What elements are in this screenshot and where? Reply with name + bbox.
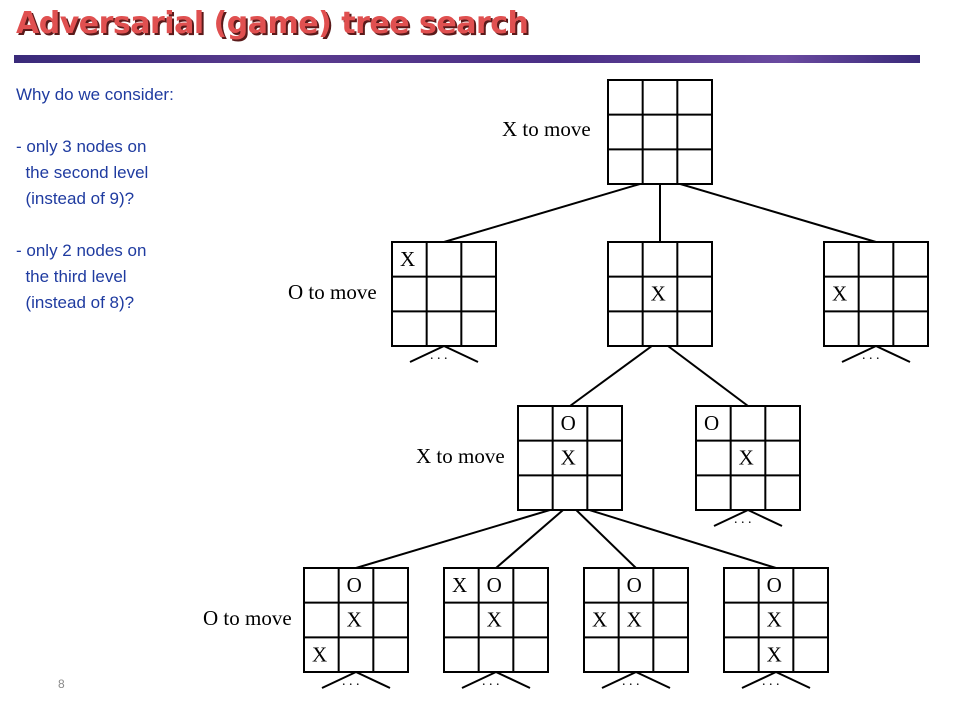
move-label: O to move	[203, 606, 292, 630]
note-line: the second level	[16, 163, 149, 182]
board-frame	[303, 567, 409, 673]
continuation-edge	[461, 671, 497, 689]
board-frame	[583, 567, 689, 673]
cell-mark: O	[627, 573, 642, 597]
board-l1-center: X	[607, 241, 713, 347]
cell-mark: X	[767, 608, 782, 632]
board-frame	[391, 241, 497, 347]
board-l3-a: OXX. . .	[303, 567, 409, 689]
cell-mark: X	[739, 446, 754, 470]
note-question: Why do we consider:	[16, 85, 174, 104]
tree-edges	[355, 177, 877, 569]
move-label: O to move	[288, 280, 377, 304]
cell-mark: X	[627, 608, 642, 632]
continuation-ellipsis: . . .	[762, 674, 780, 689]
note-line: the third level	[16, 267, 127, 286]
question-notes: Why do we consider: - only 3 nodes on th…	[16, 82, 236, 316]
cell-mark: X	[651, 282, 666, 306]
continuation-ellipsis: . . .	[482, 674, 500, 689]
board-frame	[607, 241, 713, 347]
tree-edge	[495, 503, 571, 569]
continuation-edge	[409, 345, 445, 363]
move-label: X to move	[416, 444, 505, 468]
note-line: - only 3 nodes on	[16, 137, 147, 156]
tree-edge	[659, 339, 749, 407]
tree-edge	[569, 339, 661, 407]
continuation-edge	[775, 671, 811, 689]
continuation-edge	[443, 345, 479, 363]
continuation-ellipsis: . . .	[430, 348, 448, 363]
board-l2-edge: OX	[517, 405, 623, 511]
continuation-edge	[741, 671, 777, 689]
board-l2-corner: OX . . .	[695, 405, 801, 527]
board-l3-d: OXX. . .	[723, 567, 829, 689]
continuation-edge	[495, 671, 531, 689]
continuation-ellipsis: . . .	[734, 512, 752, 527]
page-title: Adversarial (game) tree search	[16, 6, 529, 41]
continuation-edge	[321, 671, 357, 689]
board-frame	[517, 405, 623, 511]
tree-edge	[443, 177, 661, 243]
cell-mark: O	[561, 411, 576, 435]
cell-mark: O	[767, 573, 782, 597]
cell-mark: X	[592, 608, 607, 632]
note-line: (instead of 9)?	[16, 189, 135, 208]
continuation-ellipsis: . . .	[622, 674, 640, 689]
board-l1-edge: X . . .	[823, 241, 929, 363]
cell-mark: X	[832, 282, 847, 306]
board-frame	[695, 405, 801, 511]
continuation-edge	[635, 671, 671, 689]
tree-edge	[659, 177, 877, 243]
board-frame	[607, 79, 713, 185]
cell-mark: O	[487, 573, 502, 597]
cell-mark: X	[487, 608, 502, 632]
cell-mark: X	[312, 642, 327, 666]
continuation-edge	[747, 509, 783, 527]
cell-mark: X	[347, 608, 362, 632]
continuation-ellipsis: . . .	[862, 348, 880, 363]
cell-mark: O	[347, 573, 362, 597]
cell-mark: X	[561, 446, 576, 470]
board-root	[607, 79, 713, 185]
continuation-edge	[713, 509, 749, 527]
board-l1-corner: X . . .	[391, 241, 497, 363]
cell-mark: X	[767, 642, 782, 666]
move-label: X to move	[502, 117, 591, 141]
cell-mark: X	[400, 247, 415, 271]
tree-edge	[569, 503, 777, 569]
continuation-edge	[355, 671, 391, 689]
cell-mark: O	[704, 411, 719, 435]
continuation-edge	[841, 345, 877, 363]
slide-number: 8	[58, 677, 65, 691]
continuation-ellipsis: . . .	[342, 674, 360, 689]
cell-mark: X	[452, 573, 467, 597]
continuation-edge	[875, 345, 911, 363]
continuation-edge	[601, 671, 637, 689]
title-divider	[14, 55, 920, 63]
tree-edge	[355, 503, 571, 569]
tree-edge	[569, 503, 637, 569]
note-line: (instead of 8)?	[16, 293, 135, 312]
note-line: - only 2 nodes on	[16, 241, 147, 260]
board-frame	[823, 241, 929, 347]
board-frame	[443, 567, 549, 673]
